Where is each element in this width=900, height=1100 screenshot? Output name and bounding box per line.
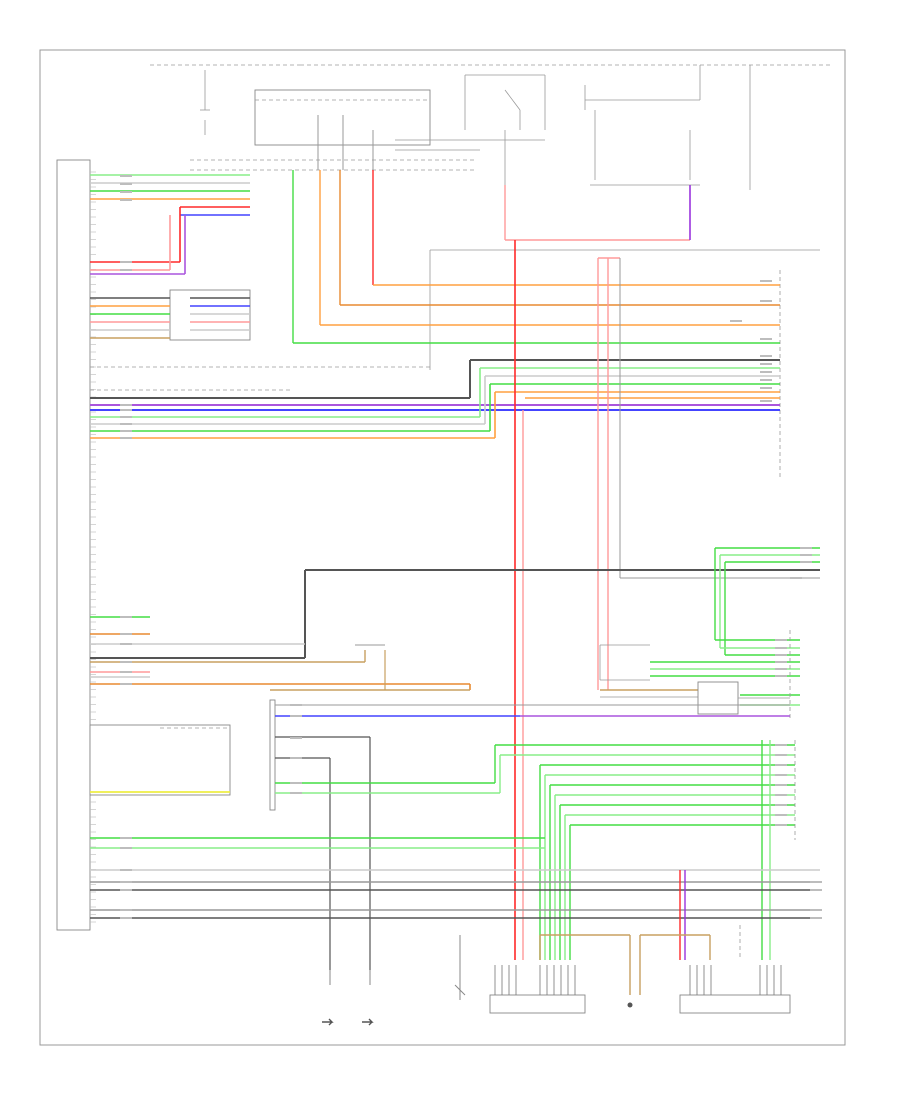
diagram-frame [39, 49, 846, 1046]
wire-code-label-mark [120, 409, 132, 411]
wire-code-label-mark [120, 175, 132, 177]
wire-code-label-mark [120, 881, 132, 883]
connector-block-wires [90, 297, 250, 339]
wire-code-label-mark [120, 261, 132, 263]
wire-code-label-mark [120, 909, 132, 911]
wire-code-label-mark [775, 814, 787, 816]
wire-code-label-mark [120, 430, 132, 432]
wire-code-label-mark [775, 804, 787, 806]
wire-code-label-mark [810, 909, 822, 911]
wire-code-label-mark [120, 269, 132, 271]
wire-code-label-mark [120, 661, 132, 663]
wire-code-label-mark [775, 661, 787, 663]
wire-code-label-mark [775, 794, 787, 796]
wire-code-label-mark [290, 782, 302, 784]
wire-code-label-mark [120, 847, 132, 849]
wire-code-label-mark [290, 715, 302, 717]
wire-code-label-mark [800, 547, 812, 549]
wire-code-label-mark [810, 917, 822, 919]
wire-code-label-mark [120, 199, 132, 201]
wire-code-label-mark [760, 400, 772, 402]
wire-code-label-mark [290, 792, 302, 794]
wire-code-label-mark [120, 643, 132, 645]
left-middle-wires [90, 616, 471, 691]
wire-code-label-mark [800, 561, 812, 563]
top-left-wires [90, 174, 250, 275]
wire-code-label-mark [775, 774, 787, 776]
fuse-feed-wires [292, 115, 780, 344]
main-module-bar [56, 159, 91, 931]
bottom-gray-buses [90, 869, 820, 919]
wire-code-label-mark [775, 754, 787, 756]
wire-code-label-mark [775, 784, 787, 786]
bottom-module-pin-ticks [494, 965, 782, 995]
wire-code-label-mark [760, 387, 772, 389]
wire-code-label-mark [775, 824, 787, 826]
wire-code-label-mark [120, 416, 132, 418]
wire-code-label-mark [800, 554, 812, 556]
wire-code-label-mark [760, 338, 772, 340]
wire-code-label-mark [120, 423, 132, 425]
wire-code-label-mark [775, 744, 787, 746]
wire-code-label-mark [290, 737, 302, 739]
wire-code-label-mark [775, 639, 787, 641]
bottom-right-module-box [679, 994, 791, 1014]
wire-code-label-mark [775, 668, 787, 670]
wire-code-label-mark [120, 889, 132, 891]
center-relay-box [697, 681, 739, 715]
wire-code-label-mark [120, 437, 132, 439]
bottom-left-module-box [489, 994, 586, 1014]
wire-code-label-mark [760, 379, 772, 381]
right-lower-green-bundle [90, 740, 796, 960]
main-module-pins [90, 171, 96, 923]
wire-code-label-mark [120, 683, 132, 685]
ground-symbols [322, 935, 633, 1026]
wire-code-label-mark [760, 363, 772, 365]
wire-code-label-mark [775, 647, 787, 649]
bottom-drop-wires [539, 870, 741, 995]
wire-code-label-mark [775, 764, 787, 766]
wire-code-label-mark [760, 280, 772, 282]
wire-code-label-mark [760, 355, 772, 357]
wire-code-label-mark [775, 675, 787, 677]
wire-code-label-mark [290, 704, 302, 706]
upper-bus-wires [90, 359, 780, 439]
wire-code-label-mark [810, 881, 822, 883]
wire-code-label-mark [120, 671, 132, 673]
wire-code-label-mark [120, 191, 132, 193]
fuse-relay-area [190, 65, 751, 190]
wire-code-label-mark [120, 917, 132, 919]
wire-code-label-mark [790, 577, 802, 579]
wire-code-label-mark [120, 183, 132, 185]
lower-left-module [89, 724, 231, 796]
illegible-label-marks [120, 175, 822, 919]
wire-code-label-mark [120, 837, 132, 839]
wire-code-label-mark [120, 616, 132, 618]
wire-code-label-mark [760, 300, 772, 302]
wire-code-label-mark [120, 404, 132, 406]
wire-code-label-mark [760, 371, 772, 373]
wire-code-label-mark [775, 654, 787, 656]
wire-code-label-mark [120, 869, 132, 871]
center-module-box [269, 699, 276, 811]
wire-code-label-mark [730, 320, 742, 322]
wire-code-label-mark [810, 889, 822, 891]
main-descenders [504, 185, 820, 960]
wire-code-label-mark [120, 633, 132, 635]
wire-code-label-mark [290, 757, 302, 759]
center-module-wires [275, 704, 790, 970]
